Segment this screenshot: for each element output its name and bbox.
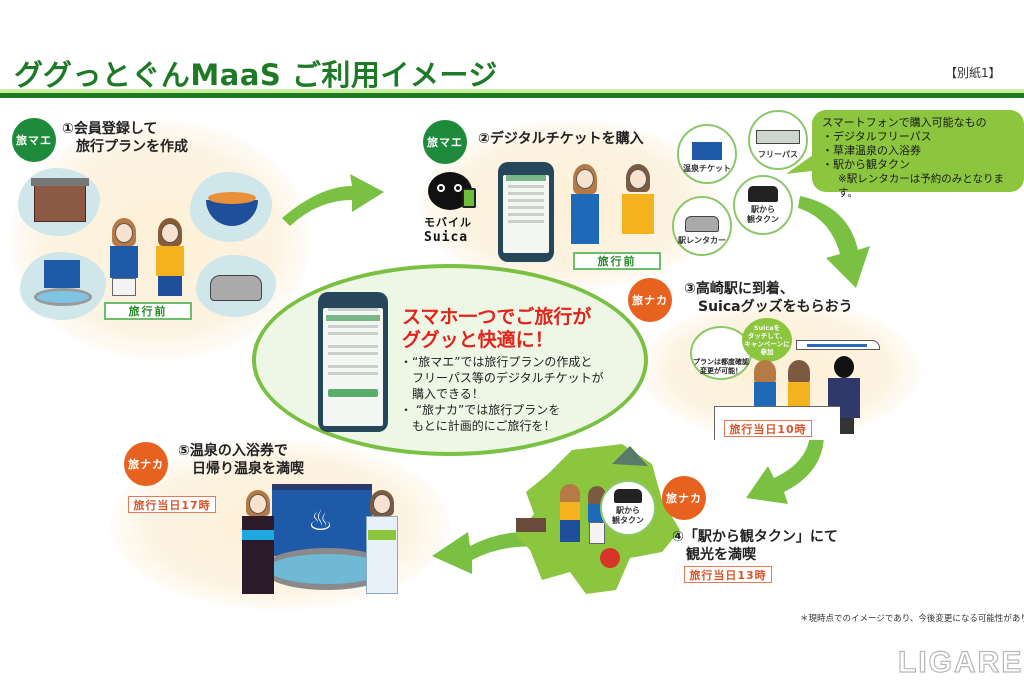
step1-title: ①会員登録して 旅行プランを作成 [62, 121, 188, 155]
phone-screen [503, 175, 549, 253]
summary-bullet: ・ “旅ナカ”では旅行プランを [400, 403, 561, 417]
step2-tag: 旅行前 [573, 252, 661, 270]
step4-tag: 旅行当日13時 [684, 566, 772, 583]
mobile-suica-logo: モバイル Suica [422, 168, 486, 252]
step1-tag: 旅行前 [104, 302, 192, 320]
shinkansen-train-icon [796, 340, 880, 350]
taxi-icon [614, 489, 642, 503]
free-pass-circle: フリーパス [748, 110, 808, 170]
onsen-ticket-icon [692, 142, 722, 160]
speech-bubble-tail [786, 150, 820, 174]
station-traveler-2 [784, 360, 814, 410]
header-rule-light [0, 89, 1024, 93]
summary-headline: スマホ一つでご旅行が ググッと快適に！ [402, 306, 592, 351]
purchasable-item: ・デジタルフリーパス [822, 130, 932, 143]
purchasable-item: ・駅から観タクン [822, 158, 910, 171]
step2-badge: 旅マエ [423, 120, 467, 164]
purchasable-items-bubble: スマートフォンで購入可能なもの ・デジタルフリーパス ・草津温泉の入浴券 ・駅か… [812, 110, 1024, 199]
yukata-woman-dark [238, 490, 278, 596]
traveler-woman-yellow [150, 218, 190, 298]
center-phone-mockup [318, 292, 388, 432]
ligare-watermark: LIGARE [897, 645, 1024, 679]
step5-badge: 旅ナカ [124, 442, 168, 486]
step2-title: ②デジタルチケットを購入 [478, 131, 644, 147]
station-staff [826, 356, 862, 436]
rental-car-note: ※駅レンタカーは予約のみとなります。 [838, 173, 1004, 199]
step5-title: ⑤温泉の入浴券で 日帰り温泉を満喫 [178, 443, 304, 477]
page-title: ググっとぐんMaaS ご利用イメージ [14, 58, 498, 92]
daruma-icon [600, 548, 620, 568]
free-pass-icon [756, 130, 800, 144]
taxi-circle: 駅から 観タクン [733, 175, 793, 235]
katsudon-bowl-icon [190, 172, 272, 242]
summary-bullet: もとに計画的にご旅行を！ [400, 419, 556, 433]
step3-title: ③高崎駅に到着、 Suicaグッズをもらおう [684, 281, 853, 315]
suica-campaign-bubble: Suicaを タッチして、 キャンペーンに 参加 [742, 318, 792, 362]
map-traveler-1 [556, 484, 584, 544]
onsen-noren-curtain: ♨ [272, 484, 372, 556]
step4-title: ④「駅から観タクン」にて 観光を満喫 [672, 529, 838, 563]
appendix-label: 【別紙1】 [945, 66, 1001, 80]
arrow-step3-to-step4 [746, 434, 824, 504]
step2-phone-mockup [498, 162, 554, 262]
bridge-icon [516, 518, 546, 532]
rental-car-icon [685, 216, 719, 232]
summary-bullet: 購入できる！ [400, 387, 484, 401]
phone-screen [323, 308, 383, 426]
step4-badge: 旅ナカ [662, 476, 706, 520]
onsen-ticket-circle: 温泉チケット [677, 124, 737, 184]
taxi-icon [748, 186, 778, 202]
station-traveler-1 [750, 360, 780, 410]
summary-bullet: フリーパス等のデジタルチケットが [400, 371, 604, 385]
step5-tag: 旅行当日17時 [128, 496, 216, 513]
yukata-woman-light [362, 490, 402, 596]
step3-badge: 旅ナカ [628, 278, 672, 322]
header-rule-dark [0, 93, 1024, 98]
traveler-woman-blue-2 [565, 164, 605, 246]
summary-bullet: ・“旅マエ”では旅行プランの作成と [400, 355, 593, 369]
step1-badge: 旅マエ [12, 118, 56, 162]
map-taxi-circle: 駅から 観タクン [600, 480, 656, 536]
onsen-icon [20, 252, 106, 320]
step3-tag: 旅行当日10時 [724, 420, 812, 437]
disclaimer: ＊現時点でのイメージであり、今後変更になる可能性があります [800, 614, 1024, 624]
mountain-icon [612, 446, 648, 466]
traveler-woman-blue [104, 218, 144, 298]
arrow-step2-to-step3 [798, 196, 870, 288]
rental-car-circle: 駅レンタカー [672, 196, 732, 256]
brick-building-icon [18, 168, 100, 236]
traveler-woman-yellow-2 [618, 164, 658, 246]
purchasable-item: ・草津温泉の入浴券 [822, 144, 921, 157]
car-icon [196, 255, 276, 317]
summary-bullets: ・“旅マエ”では旅行プランの作成と フリーパス等のデジタルチケットが 購入できる… [400, 354, 604, 434]
yu-symbol-icon: ♨ [308, 504, 334, 537]
